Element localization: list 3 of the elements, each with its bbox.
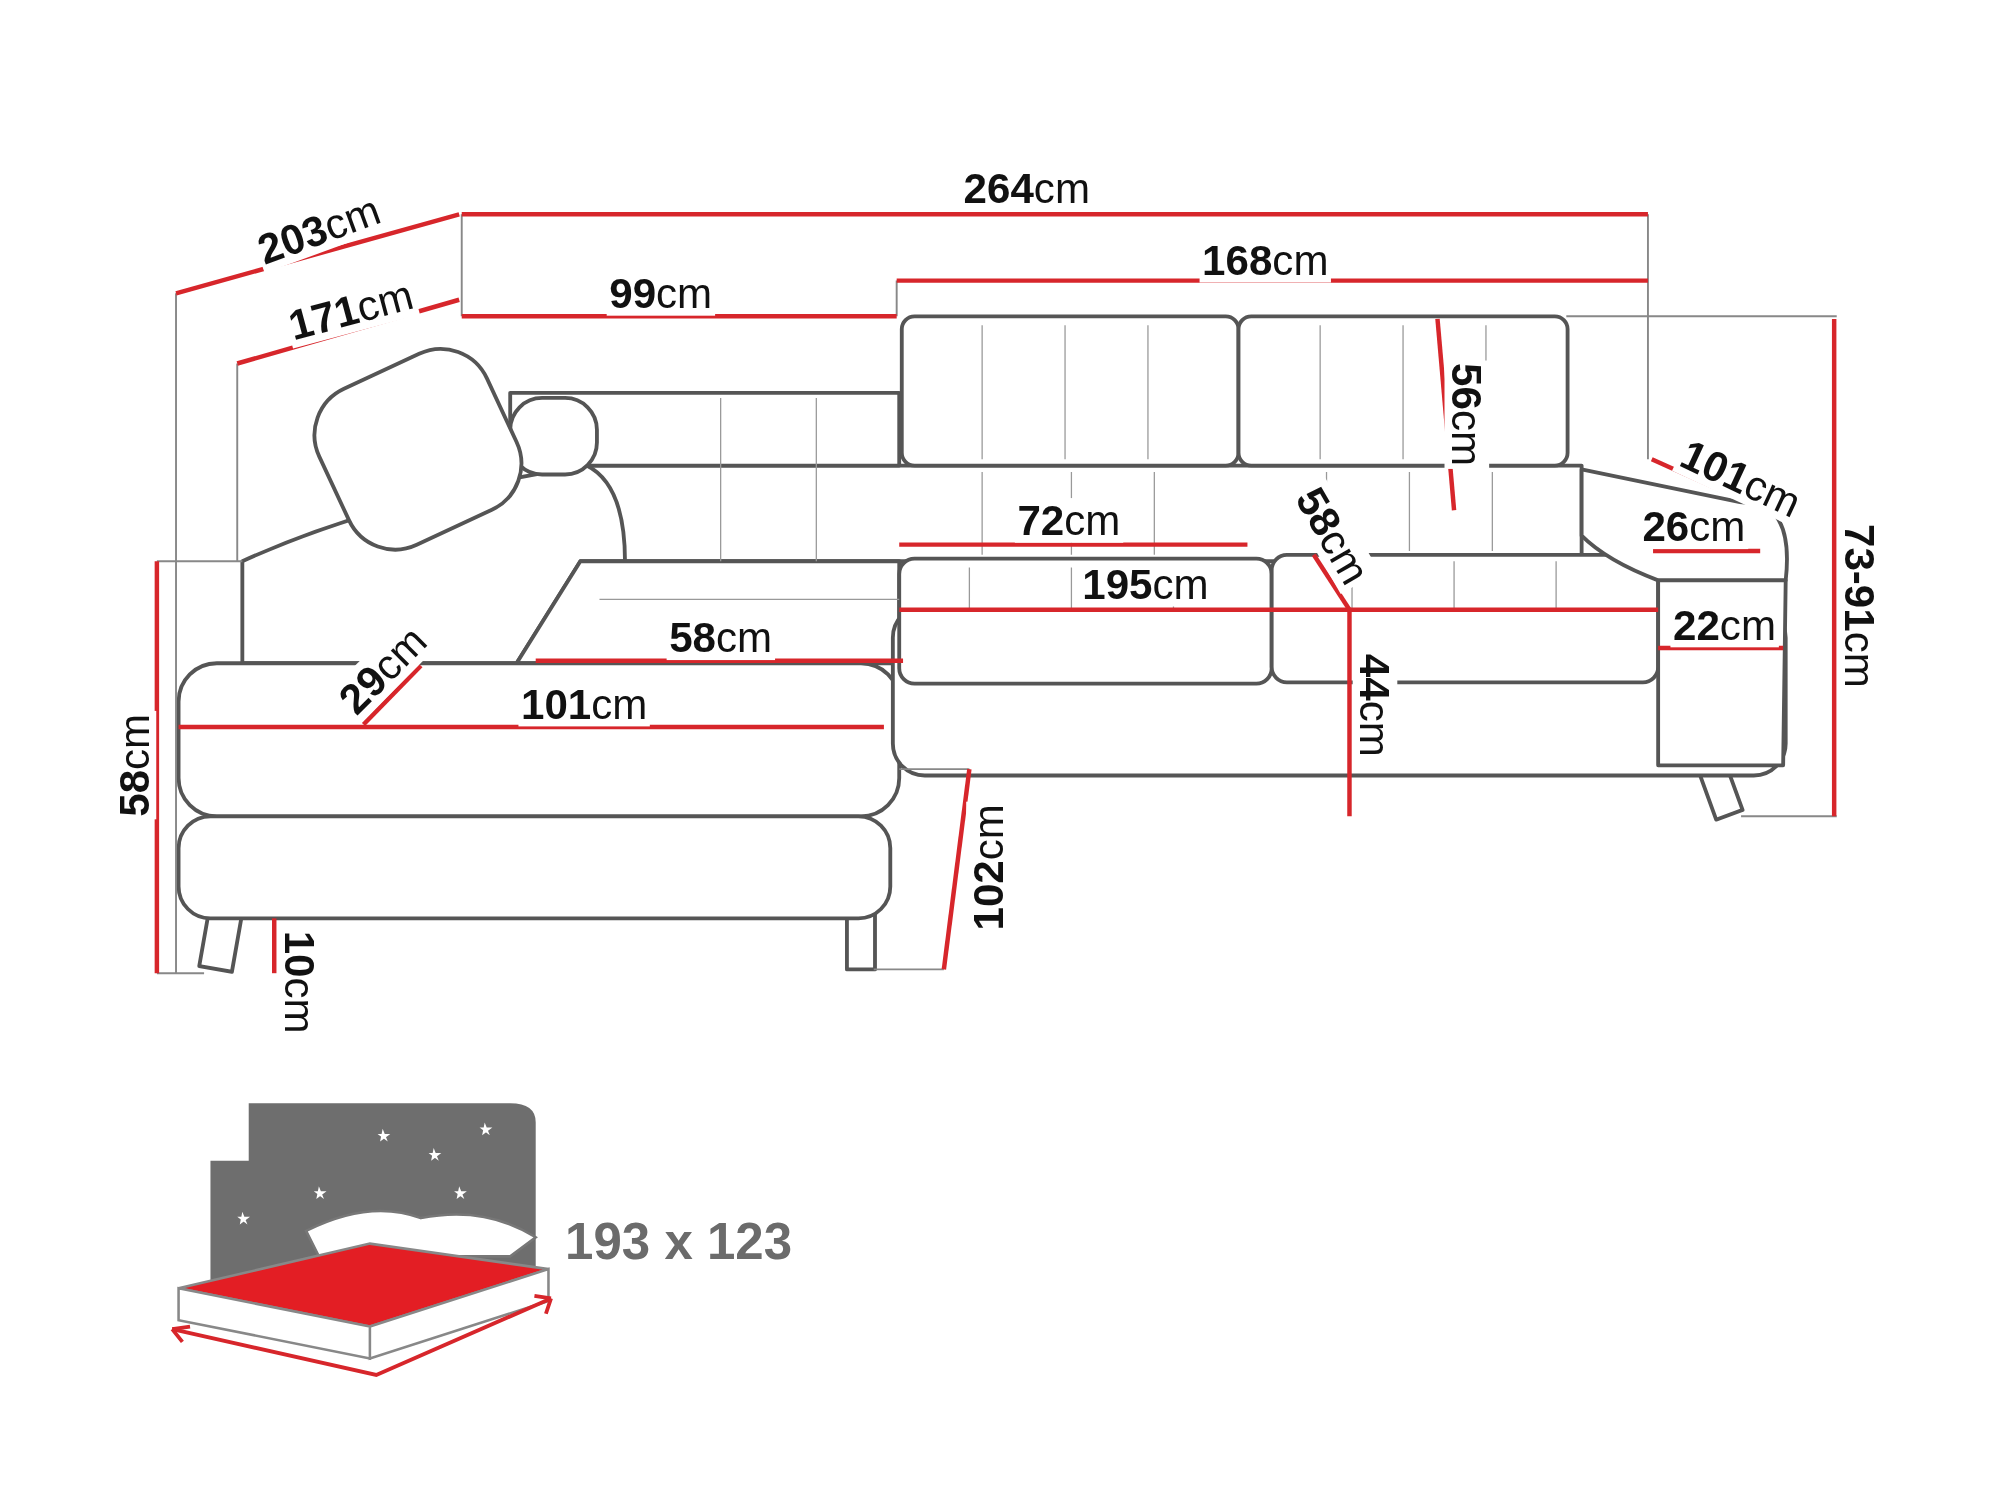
dimension-label: 56cm [1444, 360, 1490, 469]
dimension-label: 72cm [1014, 498, 1123, 543]
mattress-size-label: 193 x 123 [564, 1214, 794, 1268]
